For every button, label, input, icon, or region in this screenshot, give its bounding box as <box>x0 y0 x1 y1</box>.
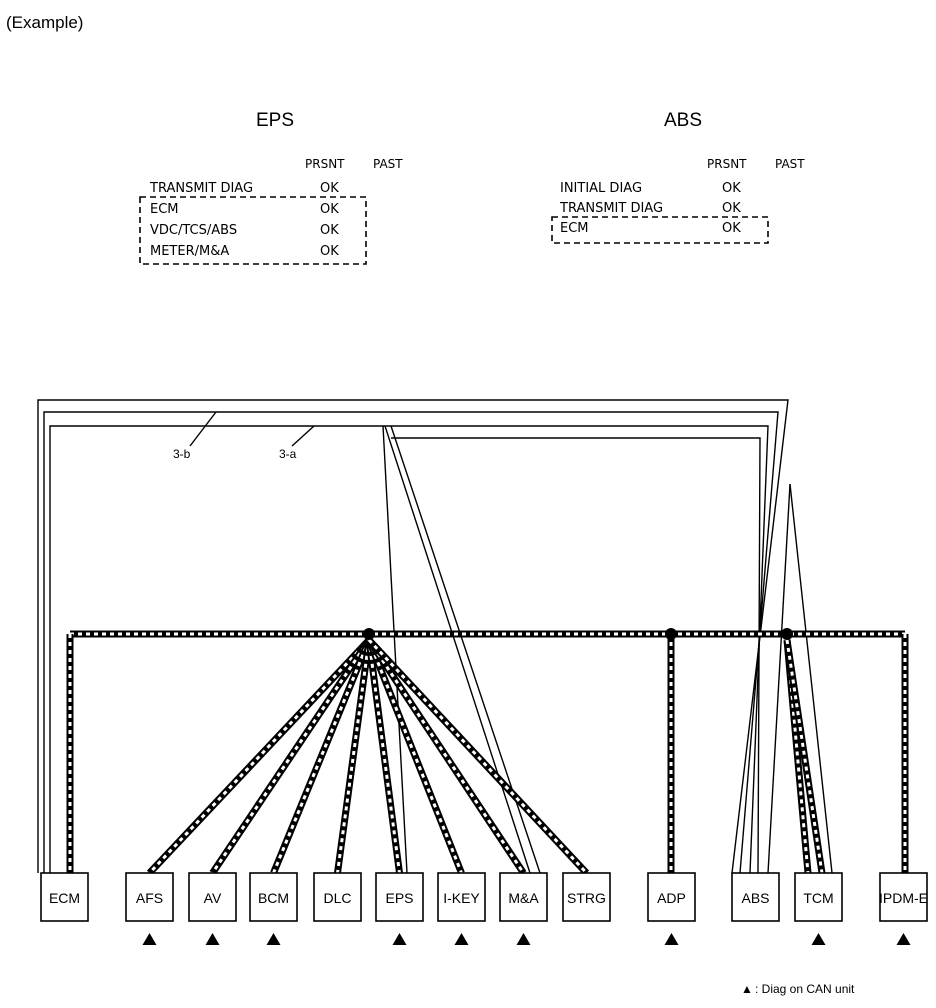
unit-box-strg: STRG <box>562 872 611 922</box>
abs-row-present: OK <box>722 221 741 236</box>
unit-label: I-KEY <box>443 890 480 906</box>
legend-text: : Diag on CAN unit <box>755 982 855 996</box>
communication-lines <box>37 399 833 874</box>
comm-line-abs <box>391 437 761 874</box>
unit-label: DLC <box>323 890 351 906</box>
bus-junction-adp <box>665 628 677 640</box>
unit-label: IPDM-E <box>879 890 928 906</box>
bus-junction-main <box>363 628 375 640</box>
eps-highlight-box <box>139 196 367 265</box>
comm-line-ma-2 <box>390 425 541 874</box>
diag-marker-adp <box>664 933 679 945</box>
can-bus-branch-m-a <box>366 638 527 875</box>
eps-row-name: ECM <box>150 202 179 217</box>
unit-box-afs: AFS <box>125 872 174 922</box>
unit-box-dlc: DLC <box>313 872 362 922</box>
can-bus-branch-tcm-2 <box>783 639 826 874</box>
diag-marker-bcm <box>266 933 281 945</box>
legend-symbol: ▲ <box>741 982 753 996</box>
unit-box-eps: EPS <box>375 872 424 922</box>
can-bus-branch-strg <box>366 637 590 876</box>
unit-box-adp: ADP <box>647 872 696 922</box>
label-leader-b <box>189 411 217 447</box>
diag-marker-av <box>205 933 220 945</box>
eps-panel-title: EPS <box>256 110 294 131</box>
can-bus-branch-av <box>209 638 372 875</box>
abs-panel: ABS PRSNT PAST INITIAL DIAG OK TRANSMIT DI… <box>551 110 805 244</box>
eps-panel: EPS PRSNT PAST TRANSMIT DIAG OK ECM OK VDC/T… <box>139 110 403 265</box>
bus-junction-tcm <box>781 628 793 640</box>
abs-row-name: INITIAL DIAG <box>560 181 642 196</box>
comm-line-tcm-2 <box>789 483 833 874</box>
eps-row-present: OK <box>320 202 339 217</box>
eps-row-present: OK <box>320 223 339 238</box>
eps-row-present: OK <box>320 181 339 196</box>
diag-marker-i-key <box>454 933 469 945</box>
abs-row-present: OK <box>722 181 741 196</box>
abs-row-present: OK <box>722 201 741 216</box>
diag-marker-tcm <box>811 933 826 945</box>
eps-row-name: METER/M&A <box>150 244 229 259</box>
can-bus-branch-afs <box>146 637 372 876</box>
diag-marker-m-a <box>516 933 531 945</box>
unit-box-av: AV <box>188 872 237 922</box>
unit-box-abs: ABS <box>731 872 780 922</box>
abs-col-past: PAST <box>775 157 805 171</box>
unit-label: TCM <box>803 890 833 906</box>
diag-marker-afs <box>142 933 157 945</box>
line-label-3a: 3-a <box>279 447 297 461</box>
comm-line-ma-1 <box>384 425 531 874</box>
abs-row-name: TRANSMIT DIAG <box>559 201 663 216</box>
abs-col-present: PRSNT <box>707 157 747 171</box>
can-bus-branch-eps <box>365 639 403 874</box>
eps-row-name: VDC/TCS/ABS <box>150 223 237 238</box>
unit-box-m-a: M&A <box>499 872 548 922</box>
can-bus-branch-i-key <box>365 638 465 875</box>
can-bus-branch-bcm <box>270 638 373 875</box>
comm-line-eps <box>382 425 408 874</box>
abs-panel-title: ABS <box>664 110 702 131</box>
unit-label: EPS <box>385 890 413 906</box>
abs-row-name: ECM <box>560 221 589 236</box>
unit-label: ADP <box>657 890 686 906</box>
eps-col-past: PAST <box>373 157 403 171</box>
can-bus-lines <box>66 630 909 876</box>
unit-box-bcm: BCM <box>249 872 298 922</box>
unit-box-ipdm-e: IPDM-E <box>879 872 928 922</box>
unit-label: BCM <box>258 890 289 906</box>
line-label-3b: 3-b <box>173 447 191 461</box>
legend: ▲ : Diag on CAN unit <box>741 982 855 996</box>
control-units: ECM AFS AV BCM DLC EPS I-KEY M&A STRG ADP ABS TCM IP… <box>40 872 928 922</box>
diag-marker-eps <box>392 933 407 945</box>
diag-marker-ipdm-e <box>896 933 911 945</box>
comm-line-tcm-1 <box>767 483 791 874</box>
unit-box-ecm: ECM <box>40 872 89 922</box>
label-leader-a <box>291 425 315 447</box>
unit-label: AFS <box>136 890 163 906</box>
can-bus-branch-dlc <box>334 639 373 874</box>
eps-row-name: TRANSMIT DIAG <box>149 181 253 196</box>
unit-label: ABS <box>741 890 769 906</box>
unit-box-i-key: I-KEY <box>437 872 486 922</box>
comm-line-a <box>49 425 769 874</box>
unit-label: ECM <box>49 890 80 906</box>
diag-markers <box>142 933 911 945</box>
abs-highlight-box <box>551 216 769 244</box>
example-caption: (Example) <box>6 13 83 32</box>
unit-label: STRG <box>567 890 606 906</box>
unit-label: M&A <box>508 890 539 906</box>
eps-row-present: OK <box>320 244 339 259</box>
unit-box-tcm: TCM <box>794 872 843 922</box>
eps-col-present: PRSNT <box>305 157 345 171</box>
unit-label: AV <box>204 890 222 906</box>
